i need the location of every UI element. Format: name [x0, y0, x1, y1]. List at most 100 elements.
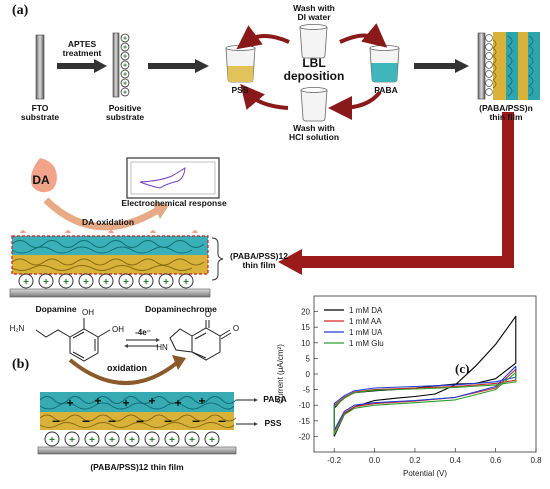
film-12-bottom-label: (PABA/PSS)12 thin film [90, 462, 184, 472]
fto-substrate [35, 34, 45, 100]
film-cross-section: + + + + + + + + + [9, 235, 211, 298]
y-tick-label: -5 [303, 386, 311, 395]
panel-b-label: (b) [12, 357, 30, 372]
red-return-arrow [300, 112, 514, 268]
svg-text:–: – [218, 412, 226, 428]
svg-text:–: – [108, 412, 116, 428]
aptes-label: APTES treatment [62, 39, 102, 58]
x-tick-label: -0.2 [327, 456, 341, 465]
svg-text:+: + [23, 277, 29, 288]
da-label: DA [32, 173, 50, 187]
svg-text:+: + [123, 45, 127, 52]
svg-text:+: + [209, 435, 215, 446]
atom-o-2: O [232, 324, 240, 333]
positive-substrate: + + + + + + + [112, 32, 130, 98]
wash-hcl-label: Wash with HCl solution [288, 123, 340, 142]
svg-text:+: + [69, 435, 75, 446]
multilayer-film: ++++++ ––––––– +++++ ++++ [37, 392, 237, 455]
atom-h2n: H₂N [9, 324, 25, 333]
atom-oh-1: OH [82, 308, 94, 317]
atom-hn: HN [156, 343, 168, 352]
lbl-deposition-label: LBL deposition [283, 56, 345, 83]
y-tick-label: -15 [298, 417, 310, 426]
y-tick-label: -20 [298, 432, 310, 441]
dopaminechrome-label: Dopaminechrome [145, 304, 217, 314]
y-tick-label: -10 [298, 401, 310, 410]
svg-text:+: + [198, 394, 205, 408]
da-drop [31, 158, 57, 193]
y-axis-label: Current (μA/cm²) [276, 344, 285, 404]
da-oxidation-label: DA oxidation [81, 217, 135, 227]
y-tick-label: 5 [306, 354, 311, 363]
svg-text:–: – [52, 412, 60, 428]
svg-text:+: + [122, 396, 129, 410]
svg-text:+: + [109, 435, 115, 446]
plot-frame [313, 295, 537, 453]
dopamine-label: Dopamine [35, 304, 77, 314]
svg-text:+: + [163, 277, 169, 288]
legend-label: 1 mM AA [349, 317, 382, 326]
svg-text:+: + [169, 435, 175, 446]
film-12-label: (PABA/PSS)12 thin film [230, 251, 288, 270]
positive-substrate-label: Positive substrate [105, 103, 145, 122]
electrons-label: -4e⁻ [135, 328, 151, 337]
y-tick-label: 10 [301, 339, 310, 348]
fto-substrate-label: FTO substrate [20, 103, 60, 122]
svg-text:+: + [63, 277, 69, 288]
svg-text:+: + [123, 72, 127, 79]
svg-text:+: + [49, 435, 55, 446]
pss-beaker-label: PSS [231, 85, 249, 95]
svg-text:–: – [164, 412, 172, 428]
legend-label: 1 mM UA [349, 328, 383, 337]
svg-text:–: – [82, 412, 90, 428]
legend-label: 1 mM DA [349, 306, 383, 315]
svg-text:+: + [123, 54, 127, 61]
svg-text:+: + [148, 394, 155, 408]
x-tick-label: 0.0 [369, 456, 381, 465]
svg-text:–: – [192, 412, 200, 428]
svg-text:+: + [103, 277, 109, 288]
svg-text:+: + [43, 277, 49, 288]
svg-text:+: + [189, 435, 195, 446]
y-tick-label: 0 [306, 370, 311, 379]
film-n-label: (PABA/PSS)n thin film [479, 103, 533, 122]
panel-a-label: (a) [12, 3, 29, 18]
y-tick-label: 15 [301, 323, 310, 332]
x-tick-label: 0.8 [530, 456, 542, 465]
series-line [333, 371, 517, 436]
svg-text:+: + [94, 394, 101, 408]
oxidation-label: oxidation [107, 363, 147, 373]
wash-di-label: Wash with DI water [293, 3, 335, 22]
x-tick-label: 0.4 [450, 456, 462, 465]
svg-text:+: + [123, 63, 127, 70]
svg-text:+: + [123, 36, 127, 43]
x-axis-label: Potential (V) [403, 469, 447, 478]
svg-text:+: + [143, 277, 149, 288]
cv-inset [126, 157, 220, 199]
svg-text:+: + [83, 277, 89, 288]
film-n-icon [477, 32, 540, 100]
atom-o-1: O [204, 310, 212, 319]
svg-text:+: + [149, 435, 155, 446]
svg-text:+: + [66, 396, 73, 410]
atom-oh-2: OH [112, 325, 124, 334]
x-tick-label: 0.2 [409, 456, 421, 465]
svg-text:+: + [129, 435, 135, 446]
x-tick-label: 0.6 [490, 456, 502, 465]
svg-text:+: + [174, 396, 181, 410]
svg-text:+: + [123, 277, 129, 288]
svg-text:+: + [89, 435, 95, 446]
paba-layer-label: PABA [263, 394, 287, 404]
dopamine-structure [35, 318, 111, 362]
flame-marks [20, 230, 198, 233]
svg-text:+: + [183, 277, 189, 288]
panel-c-label: (c) [455, 361, 469, 376]
y-tick-label: 20 [301, 308, 310, 317]
echem-response-label: Electrochemical response [121, 198, 227, 208]
paba-beaker-label: PABA [374, 85, 398, 95]
svg-text:+: + [123, 90, 127, 97]
legend-label: 1 mM Glu [349, 339, 384, 348]
lbl-cycle [225, 23, 400, 122]
